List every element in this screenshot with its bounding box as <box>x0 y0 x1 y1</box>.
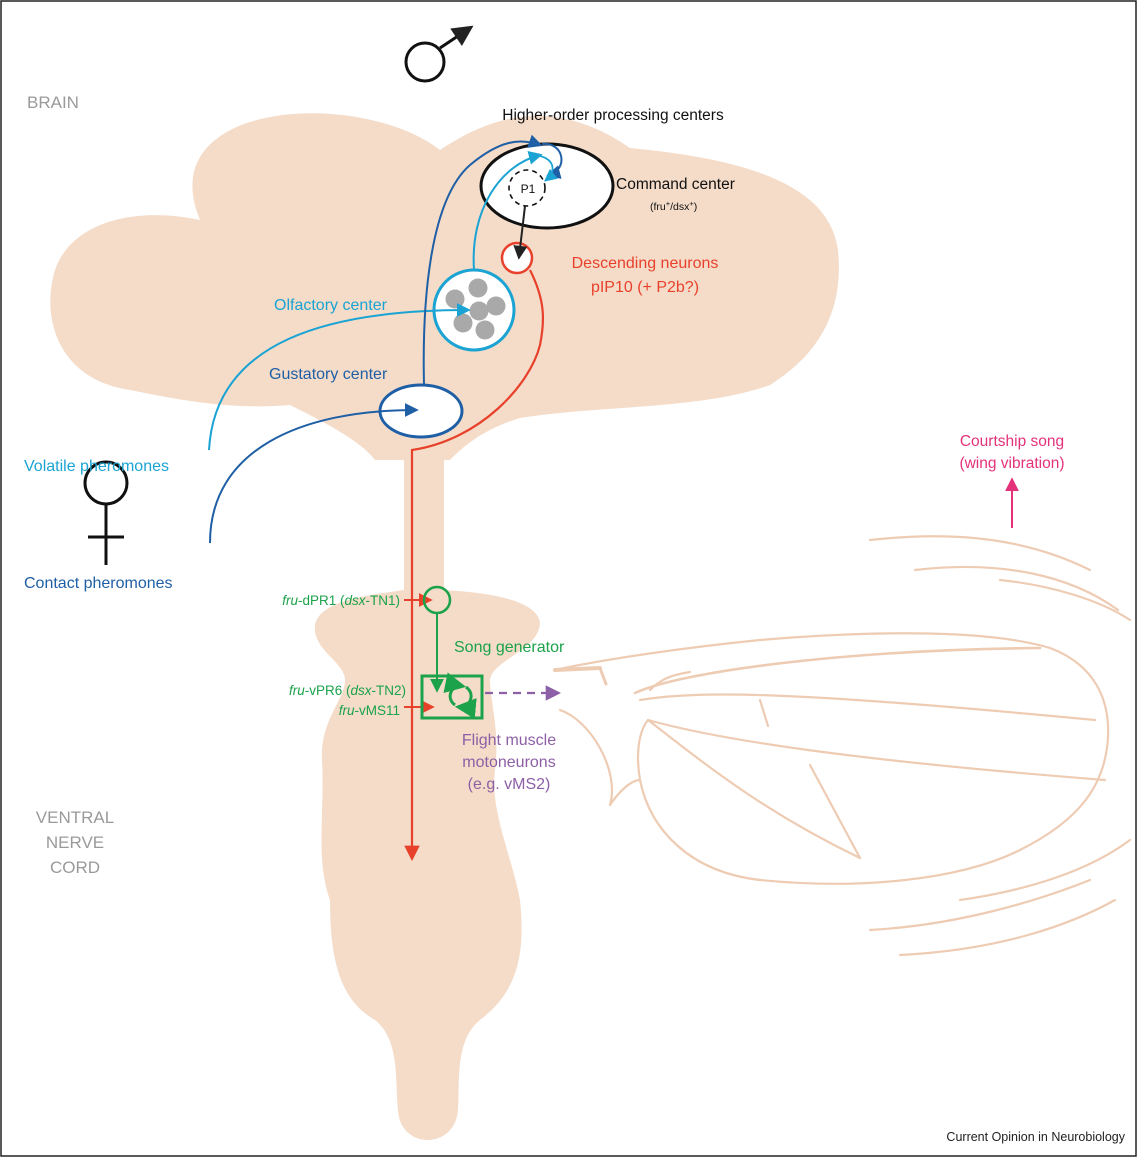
ventral-nerve-cord-shape <box>315 590 540 1140</box>
vnc-label-line1: VENTRAL <box>36 808 114 827</box>
fly-wing <box>555 536 1130 955</box>
fly-nervous-system-outline <box>50 113 839 1140</box>
command-center-label: Command center <box>616 176 735 193</box>
vms11-label: fru-vMS11 <box>339 703 400 718</box>
neck-connective <box>404 440 444 600</box>
descending-label-line2: pIP10 (+ P2b?) <box>591 279 699 296</box>
olfactory-label: Olfactory center <box>274 297 388 314</box>
p1-label: P1 <box>521 182 536 196</box>
journal-credit: Current Opinion in Neurobiology <box>946 1130 1125 1144</box>
vpr6-label: fru-vPR6 (dsx-TN2) <box>289 683 406 698</box>
contact-pheromones-label: Contact pheromones <box>24 575 173 592</box>
descending-neuron-soma <box>502 243 532 273</box>
flight-muscle-label-line1: Flight muscle <box>462 732 556 749</box>
song-generator-label: Song generator <box>454 639 565 656</box>
courtship-song-label-line1: Courtship song <box>960 433 1064 450</box>
brain-label: BRAIN <box>27 93 79 112</box>
descending-label-line1: Descending neurons <box>572 255 719 272</box>
courtship-song-label-line2: (wing vibration) <box>959 455 1064 472</box>
vnc-label-line3: CORD <box>50 858 100 877</box>
gustatory-label: Gustatory center <box>269 366 388 383</box>
flight-muscle-label-line3: (e.g. vMS2) <box>468 776 551 793</box>
command-center-ellipse <box>481 144 613 228</box>
vnc-label-line2: NERVE <box>46 833 104 852</box>
male-symbol-icon <box>406 28 470 81</box>
female-symbol-icon <box>85 462 127 565</box>
volatile-pheromones-label: Volatile pheromones <box>24 458 169 475</box>
flight-muscle-label-line2: motoneurons <box>462 754 555 771</box>
dpr1-label: fru-dPR1 (dsx-TN1) <box>282 593 400 608</box>
higher-order-label: Higher-order processing centers <box>502 107 724 124</box>
